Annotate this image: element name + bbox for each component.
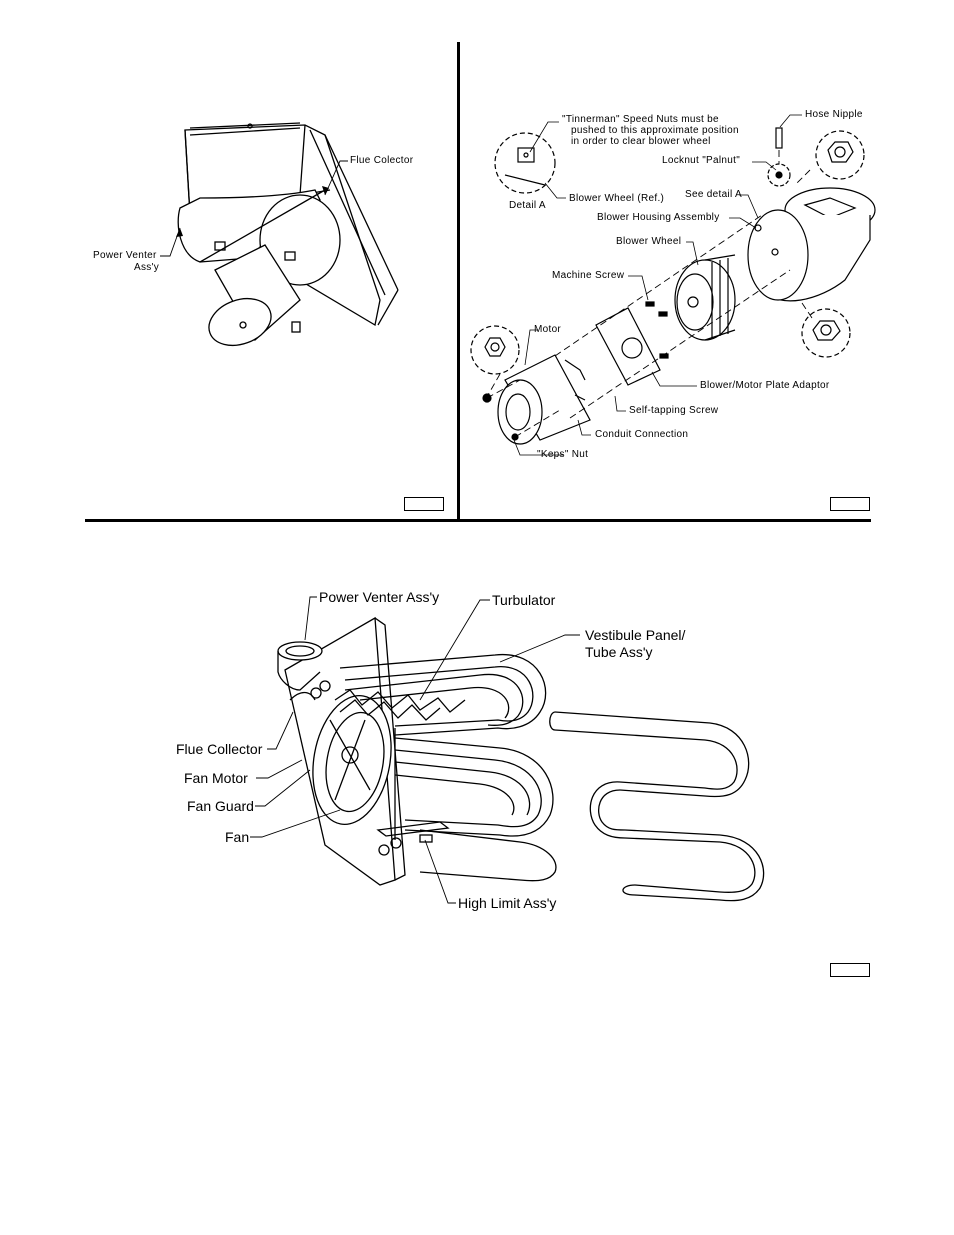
- figure-number-box-bottom: [830, 963, 870, 977]
- label-blower-wheel-ref: Blower Wheel (Ref.): [569, 193, 665, 204]
- figure-number-box-left: [404, 497, 444, 511]
- label-turbulator: Turbulator: [492, 592, 556, 608]
- label-tinnerman-line3: in order to clear blower wheel: [571, 136, 711, 147]
- label-power-venter-line2: Ass'y: [134, 262, 160, 273]
- label-vestibule-line2: Tube Ass'y: [585, 644, 653, 660]
- label-tinnerman-line2: pushed to this approximate position: [571, 125, 739, 136]
- label-blower-wheel: Blower Wheel: [616, 236, 682, 247]
- label-see-detail-a: See detail A: [685, 189, 742, 200]
- label-hose-nipple: Hose Nipple: [805, 109, 863, 120]
- label-blower-housing: Blower Housing Assembly: [597, 212, 720, 223]
- label-flue-collector-bottom: Flue Collector: [176, 741, 263, 757]
- label-machine-screw: Machine Screw: [552, 270, 625, 281]
- label-fan: Fan: [225, 829, 250, 845]
- label-plate-adaptor: Blower/Motor Plate Adaptor: [700, 380, 830, 391]
- label-keps-nut: "Keps" Nut: [537, 449, 589, 460]
- label-power-venter-assy: Power Venter Ass'y: [319, 589, 440, 605]
- label-high-limit-assy: High Limit Ass'y: [458, 895, 557, 911]
- label-motor: Motor: [534, 324, 562, 335]
- label-tinnerman-line1: "Tinnerman" Speed Nuts must be: [562, 114, 719, 125]
- horizontal-divider: [85, 519, 871, 522]
- label-fan-motor: Fan Motor: [184, 770, 248, 786]
- label-conduit-connection: Conduit Connection: [595, 429, 689, 440]
- figure-number-box-right: [830, 497, 870, 511]
- label-flue-collector: Flue Colector: [350, 155, 414, 166]
- label-self-tapping-screw: Self-tapping Screw: [629, 405, 719, 416]
- label-locknut: Locknut "Palnut": [662, 155, 741, 166]
- label-fan-guard: Fan Guard: [187, 798, 254, 814]
- label-power-venter-line1: Power Venter: [93, 250, 157, 261]
- label-detail-a: Detail A: [509, 200, 546, 211]
- vertical-divider: [457, 42, 460, 522]
- label-vestibule-line1: Vestibule Panel/: [585, 627, 686, 643]
